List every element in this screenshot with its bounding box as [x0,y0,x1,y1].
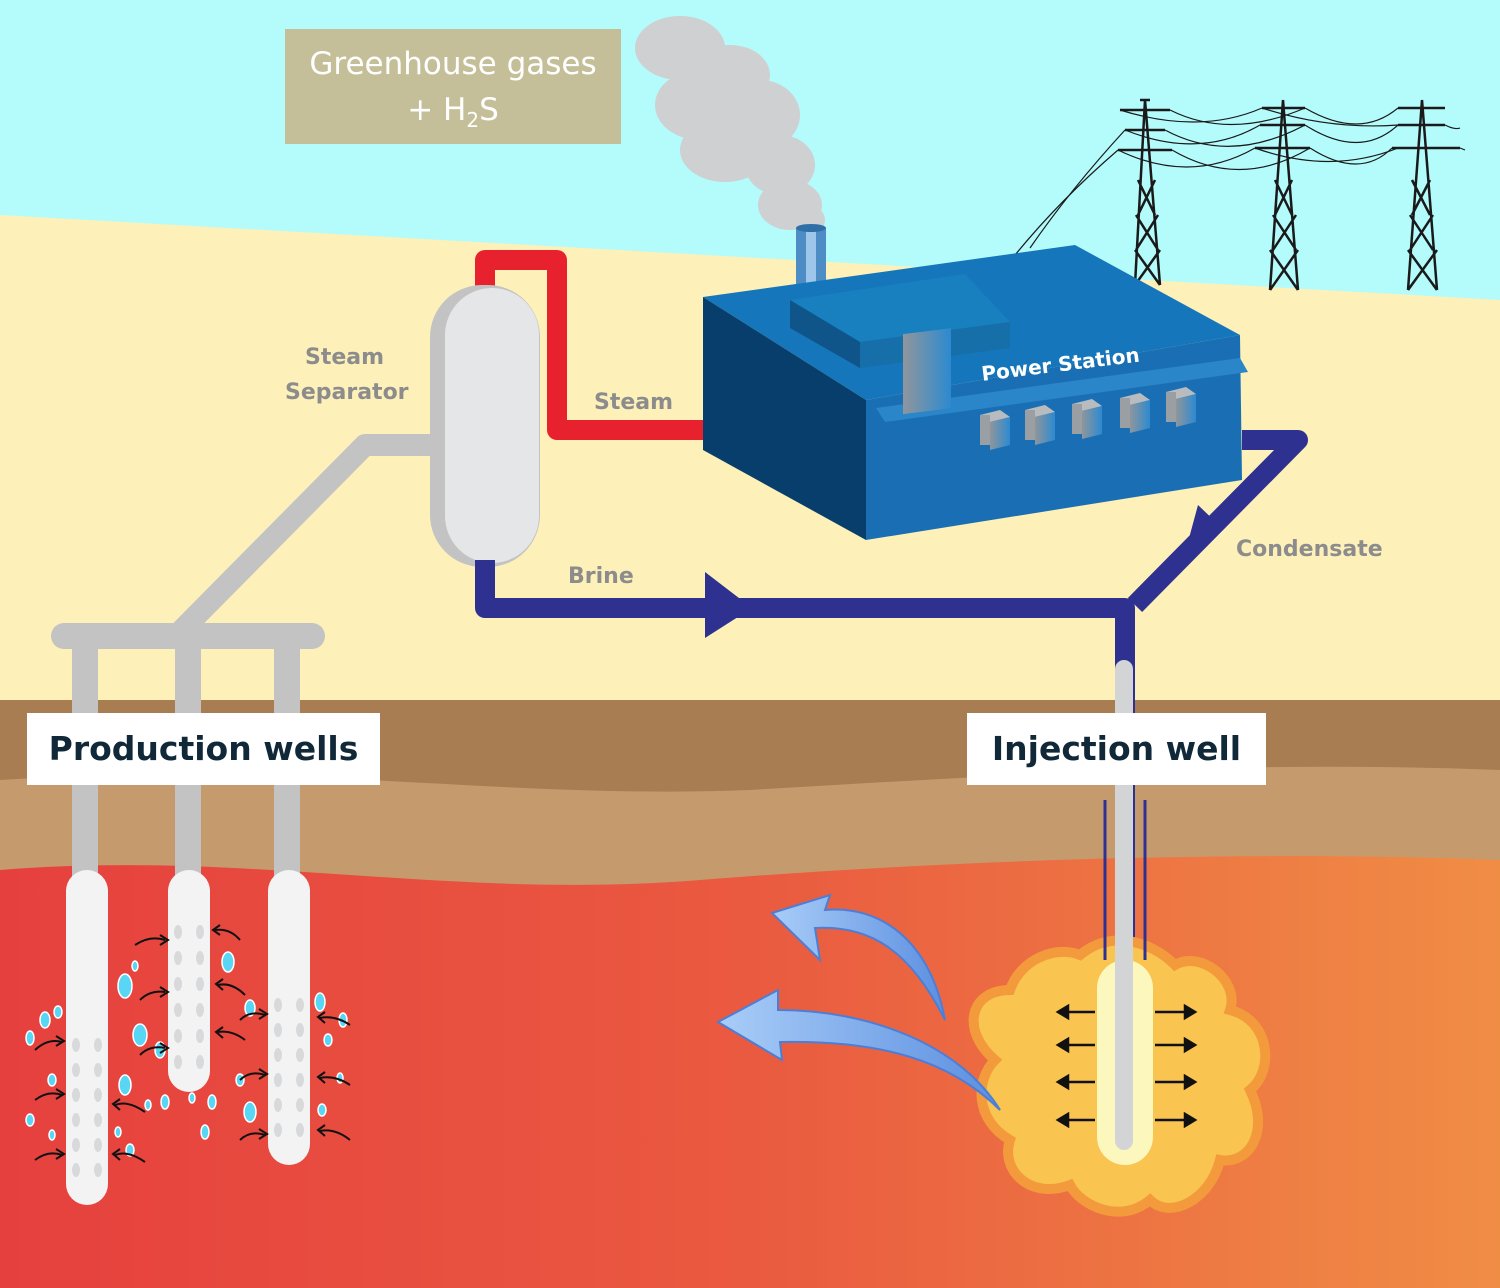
condensate-label: Condensate [1236,537,1383,562]
condensate-flow-arrow [1185,505,1222,553]
pylon-1 [1118,98,1172,286]
flow-arrow-icon [715,893,1001,1111]
production-wells-label: Production wells [27,713,380,785]
emissions-s: S [479,92,499,128]
separator-label-line2: Separator [285,380,409,405]
pylon-2 [1255,99,1310,291]
injection-well-label: Injection well [967,713,1266,785]
steam-separator [430,285,540,567]
power-station [703,245,1248,540]
emissions-line2: + H2S [285,87,621,143]
brine-flow-arrow [705,572,752,638]
steam-label: Steam [594,390,674,415]
emissions-line1: Greenhouse gases [309,46,597,82]
well-perforations [72,925,304,1177]
brine-label: Brine [568,564,634,589]
separator-label-line1: Steam [305,345,385,370]
pylon-3 [1392,99,1460,291]
production-wells [66,870,310,1205]
emissions-subscript: 2 [466,108,480,133]
steam-pipe [475,250,715,440]
hot-rock-layer [0,856,1500,1288]
water-bubble-icon [25,951,348,1157]
inflow-arrows [34,924,351,1163]
windows [980,387,1196,450]
emissions-h: + H [407,92,467,128]
emissions-label: Greenhouse gases + H2S [285,29,621,144]
power-pylon-icon [1014,98,1466,291]
power-lines [1014,107,1466,256]
smoke-plume-icon [635,16,825,234]
injection-outflow-arrows [1055,1003,1198,1129]
